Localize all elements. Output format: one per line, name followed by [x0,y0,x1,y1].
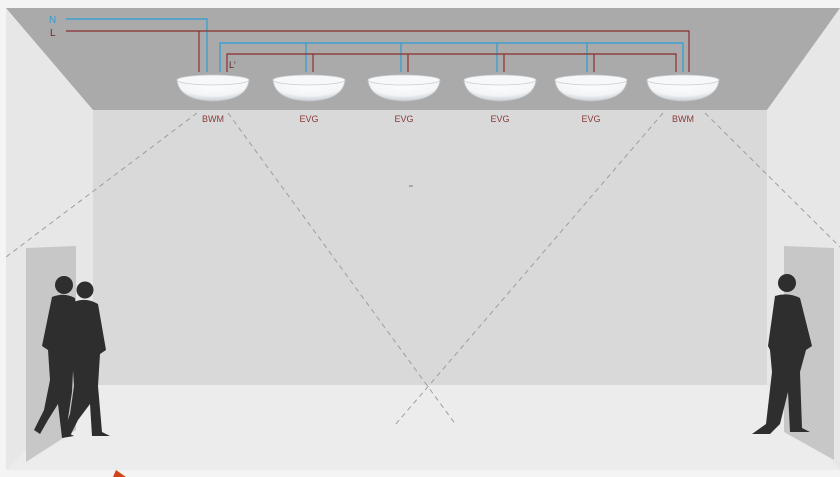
switched-line-label: L' [229,60,236,70]
luminaire-label: BWM [672,114,694,124]
arrow-icon [113,470,126,477]
luminaire-motion-detector-icon [646,74,720,102]
luminaire-label: EVG [299,114,318,124]
luminaire-ballast-icon [367,74,441,102]
luminaire-label: BWM [202,114,224,124]
wiring [66,18,690,72]
luminaire-motion-detector-icon [176,74,250,102]
luminaire-ballast-icon [463,74,537,102]
people-left [34,276,110,438]
luminaires [176,74,720,102]
luminaire-label: EVG [394,114,413,124]
detection-lines [5,112,840,426]
luminaire-ballast-icon [272,74,346,102]
person-right [752,274,812,434]
line-label: L [50,28,56,39]
luminaire-label: EVG [490,114,509,124]
luminaire-ballast-icon [554,74,628,102]
neutral-label: N [49,15,56,26]
luminaire-labels: BWM EVG EVG EVG EVG BWM [202,114,694,124]
floor [6,385,840,470]
back-wall [93,110,767,385]
luminaire-label: EVG [581,114,600,124]
